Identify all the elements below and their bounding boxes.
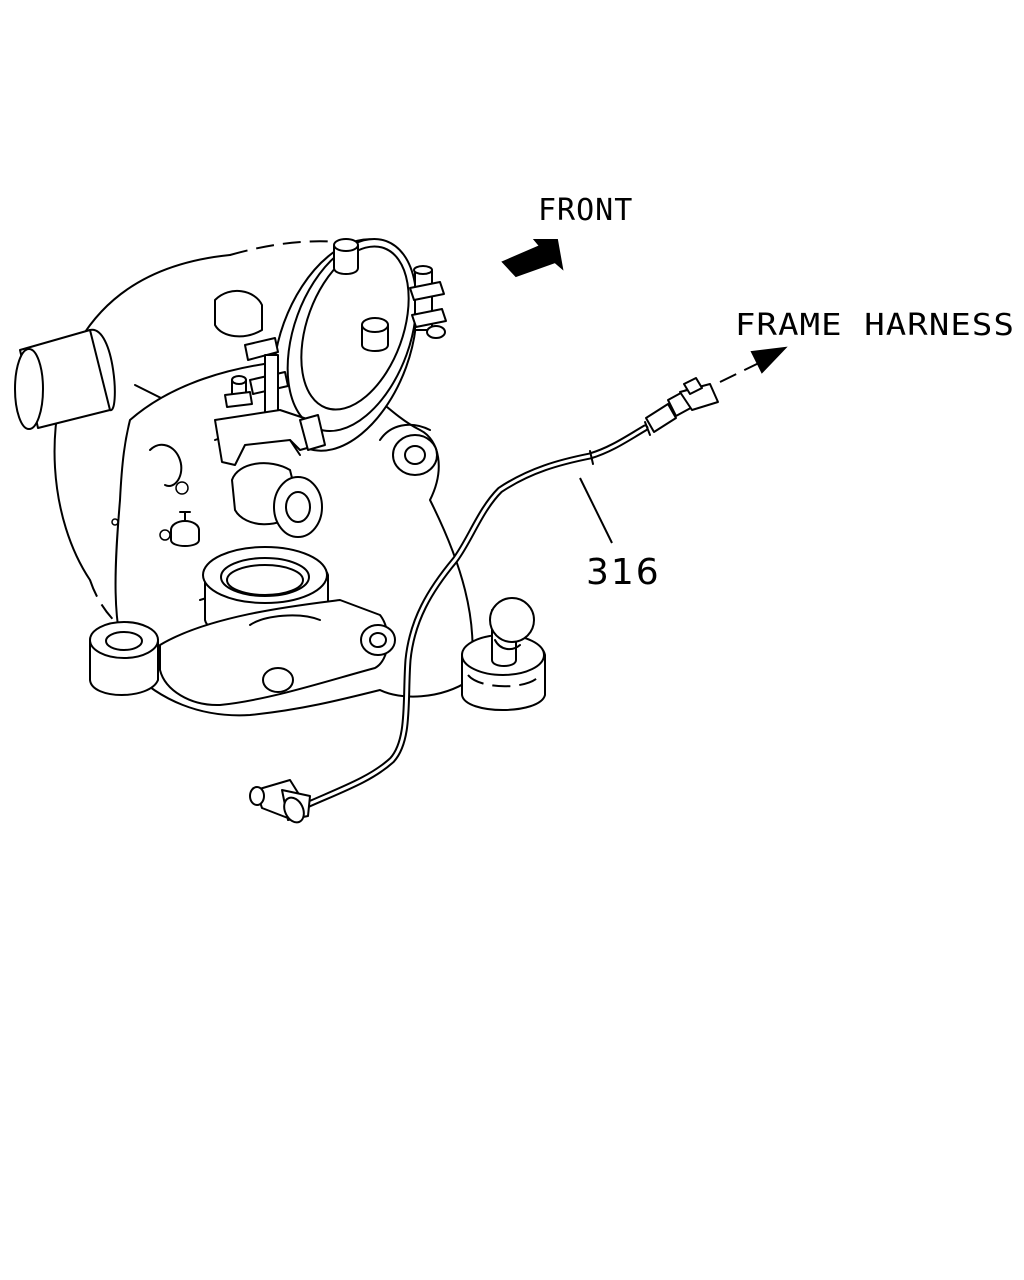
part-number-label: 316: [586, 552, 661, 593]
axle-spindle: [14, 328, 116, 430]
mounting-bracket: [214, 409, 326, 466]
camshaft-bushing: [170, 462, 323, 547]
frame-harness-label: FRAME HARNESS: [735, 308, 1015, 343]
part-leader-line: [579, 477, 613, 544]
front-label: FRONT: [538, 193, 633, 228]
wheel-speed-sensor: [249, 779, 311, 824]
ball-stud: [461, 597, 546, 711]
lower-left-eye: [89, 621, 159, 696]
steering-arm: [159, 599, 396, 707]
abs-sensor-cable: [296, 377, 719, 812]
brake-chamber: [214, 237, 447, 452]
frame-harness-arrow: [719, 346, 788, 383]
front-direction-arrow: [501, 239, 564, 278]
